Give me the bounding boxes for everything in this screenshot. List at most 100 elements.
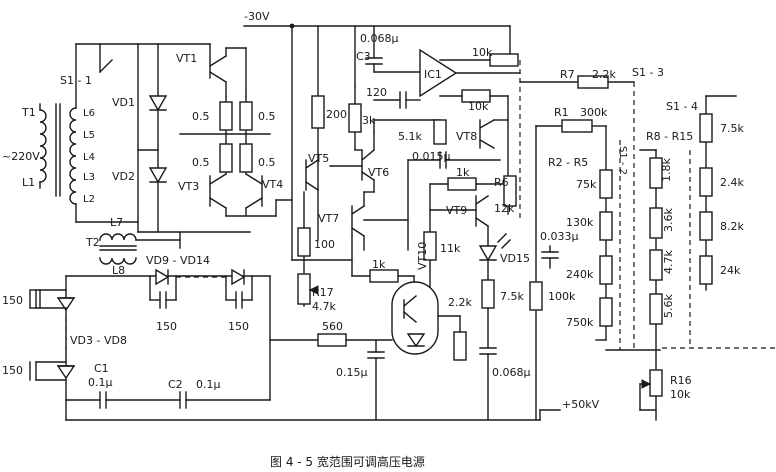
r36k-label: 3.6k (662, 208, 675, 232)
r16v-label: 10k (670, 388, 691, 401)
s1-4-label: S1 - 4 (666, 100, 698, 113)
transformer-t2: L7 T2 L8 (85, 216, 181, 277)
vd2-label: VD2 (112, 170, 135, 183)
divider-network: R7 2.2k R1 300k 100k 0.033μ R2 - R5 75k … (519, 66, 776, 421)
c150d-label: 150 (2, 364, 23, 377)
c1-label: C1 (94, 362, 109, 375)
r560-label: 560 (322, 320, 343, 333)
r100k-label: 100k (548, 290, 576, 303)
push-pull-stage: VT1 VT3 VT4 0.5 0.5 0.5 0.5 (176, 43, 293, 217)
c2-label: C2 (168, 378, 183, 391)
t2-label: T2 (85, 236, 100, 249)
r11k-label: 11k (440, 242, 461, 255)
r17-label: R17 (312, 286, 334, 299)
c0033-label: 0.033μ (540, 230, 579, 243)
r05c-label: 0.5 (192, 156, 210, 169)
vt6-label: VT6 (368, 166, 389, 179)
r24k-b-label: 24k (720, 264, 741, 277)
c150c-label: 150 (228, 320, 249, 333)
l4-label: L4 (83, 152, 95, 163)
c2v-label: 0.1μ (196, 378, 221, 391)
vt7-label: VT7 (318, 212, 339, 225)
r3k-label: 3k (362, 114, 376, 127)
vt8-label: VT8 (456, 130, 477, 143)
r47k-label: 4.7k (662, 250, 675, 274)
vt1-label: VT1 (176, 52, 197, 65)
l6-label: L6 (83, 108, 95, 119)
r12k-label: 12k (494, 202, 515, 215)
voltage-multiplier: 150 150 VD3 - VD8 VD9 - VD14 150 150 (2, 254, 541, 421)
optocoupler-stage: 0.015μ 1k R6 12k VT9 11k VD15 7.5k (336, 150, 531, 421)
transformer-t1: T1 ~220V L1 L6 L5 L4 L3 L2 (2, 43, 139, 223)
driver-stage: 200 VT5 VT6 VT7 100 R17 4.7k (269, 25, 415, 347)
l8-label: L8 (112, 264, 125, 277)
r7v-label: 2.2k (592, 68, 616, 81)
r130k-label: 130k (566, 216, 594, 229)
r05a-label: 0.5 (192, 110, 210, 123)
neg30v-label: -30V (244, 10, 270, 23)
r1v-label: 300k (580, 106, 608, 119)
r18k-label: 1.8k (660, 158, 673, 182)
r17v-label: 4.7k (312, 300, 336, 313)
l5-label: L5 (83, 130, 95, 141)
negative-rail: -30V (243, 10, 511, 261)
s1-1-label: S1 - 1 (60, 74, 92, 87)
c150b-label: 150 (156, 320, 177, 333)
vt4-label: VT4 (262, 178, 283, 191)
r10k-b-label: 10k (468, 100, 489, 113)
r750k-label: 750k (566, 316, 594, 329)
figure-caption: 图 4 - 5 宽范围可调高压电源 (270, 454, 425, 469)
r22k-b-label: 2.2k (448, 296, 472, 309)
r1k-a-label: 1k (456, 166, 470, 179)
ic1-label: IC1 (424, 68, 442, 81)
l1-label: L1 (22, 176, 35, 189)
s1-3-label: S1 - 3 (632, 66, 664, 79)
t1-label: T1 (21, 106, 36, 119)
c0068-label: 0.068μ (360, 32, 399, 45)
l2-label: L2 (83, 194, 95, 205)
error-amplifier: 0.068μ C3 IC1 10k 10k 120 3k 5.1k VT8 (348, 25, 521, 218)
r1k-b-label: 1k (372, 258, 386, 271)
r8-15-label: R8 - R15 (646, 130, 693, 143)
c1v-label: 0.1μ (88, 376, 113, 389)
vd9-14-label: VD9 - VD14 (146, 254, 210, 267)
r82k-label: 8.2k (720, 220, 744, 233)
output-label: +50kV (562, 398, 600, 411)
c0015-label: 0.015μ (412, 150, 451, 163)
r75k-label: 7.5k (500, 290, 524, 303)
l3-label: L3 (83, 172, 95, 183)
c0068b-label: 0.068μ (492, 366, 531, 379)
r120-label: 120 (366, 86, 387, 99)
vd15-label: VD15 (500, 252, 530, 265)
r24k-label: 2.4k (720, 176, 744, 189)
vt3-label: VT3 (178, 180, 199, 193)
r7-label: R7 (560, 68, 575, 81)
r16-label: R16 (670, 374, 692, 387)
s1-2-label: S1 - 2 (617, 146, 628, 175)
c150a-label: 150 (2, 294, 23, 307)
r2-5-label: R2 - R5 (548, 156, 588, 169)
r6-label: R6 (494, 176, 509, 189)
vd3-8-label: VD3 - VD8 (70, 334, 127, 347)
r1-label: R1 (554, 106, 569, 119)
ac220-label: ~220V (2, 150, 40, 163)
r240k-label: 240k (566, 268, 594, 281)
r56k-label: 5.6k (662, 294, 675, 318)
vt10-label: VT10 (416, 242, 429, 270)
r05b-label: 0.5 (258, 110, 276, 123)
r05d-label: 0.5 (258, 156, 276, 169)
vt5-label: VT5 (308, 152, 329, 165)
c3-label: C3 (356, 50, 371, 63)
c015-label: 0.15μ (336, 366, 368, 379)
r75k-b-label: 75k (576, 178, 597, 191)
r200-label: 200 (326, 108, 347, 121)
rectifier-diodes: VD1 VD2 (112, 43, 251, 249)
r10k-a-label: 10k (472, 46, 493, 59)
switch-s1-1: S1 - 1 (60, 43, 113, 87)
vd1-label: VD1 (112, 96, 135, 109)
l7-label: L7 (110, 216, 123, 229)
r100-label: 100 (314, 238, 335, 251)
r75k-c-label: 7.5k (720, 122, 744, 135)
r51k-label: 5.1k (398, 130, 422, 143)
